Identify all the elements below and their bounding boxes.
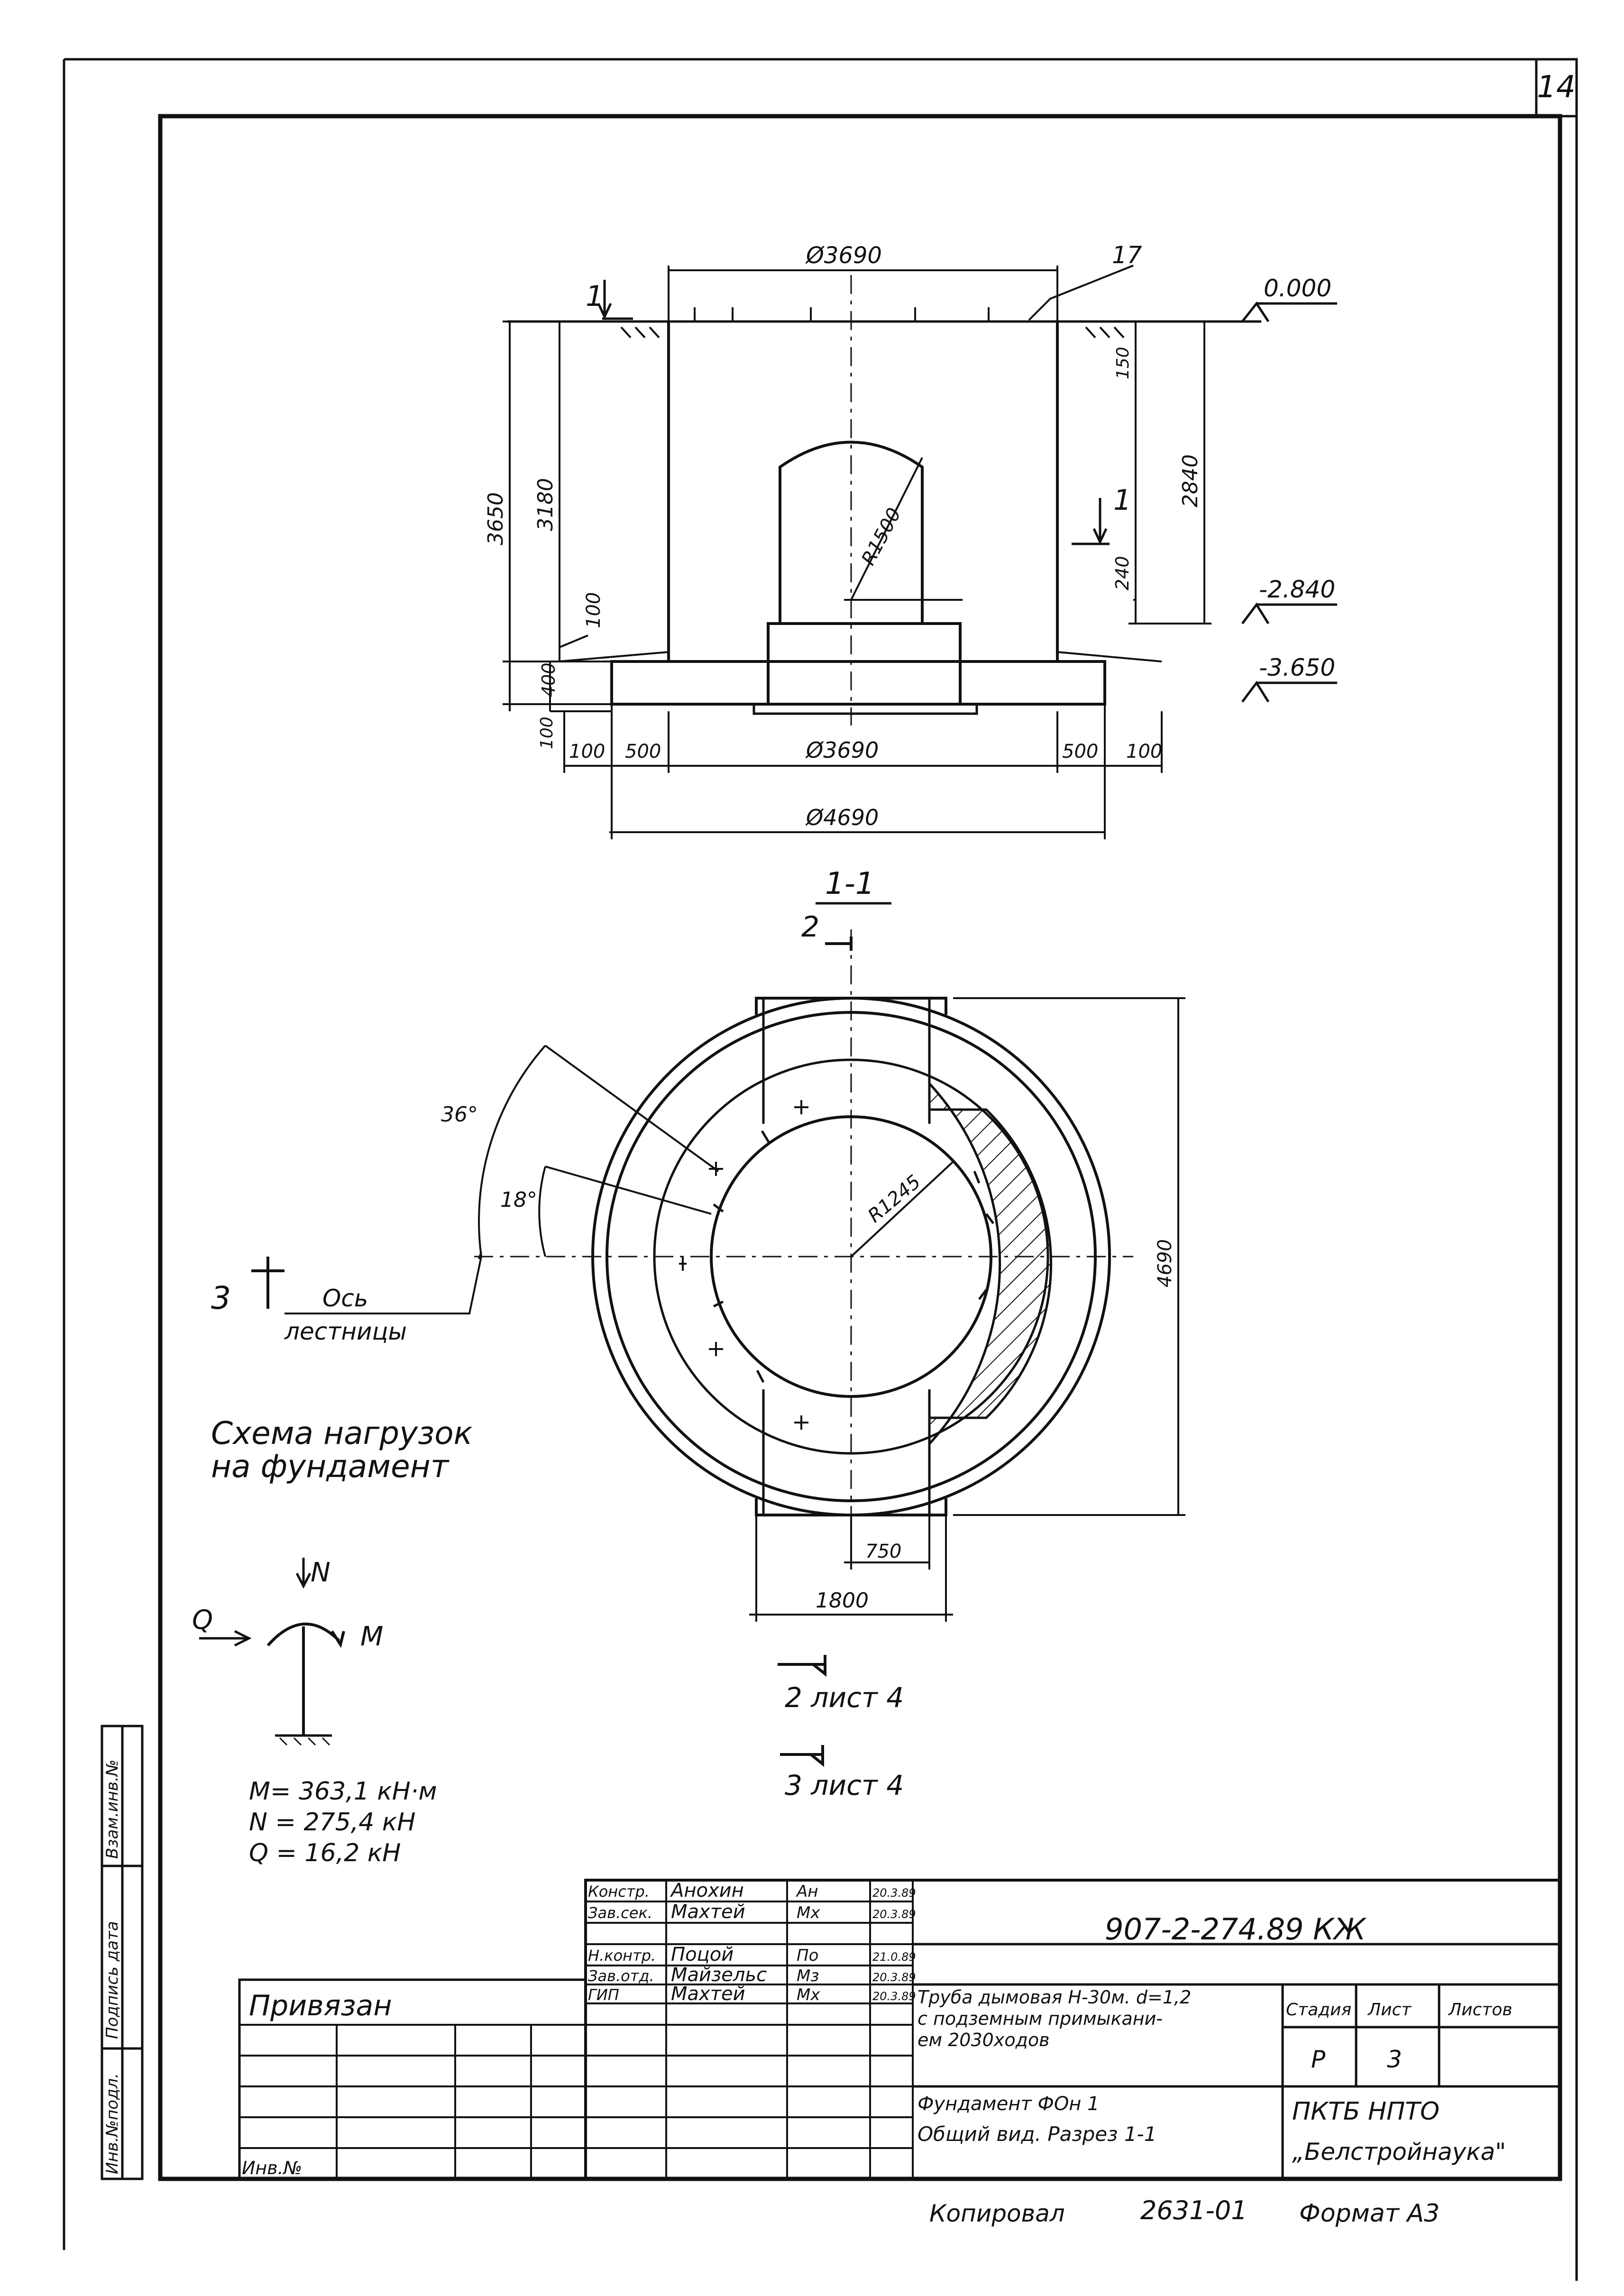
elevation-callout-17: 17 bbox=[1112, 241, 1142, 269]
sheet-label: Лист bbox=[1367, 2000, 1412, 2020]
section-cut-3: 3 bbox=[211, 1280, 231, 1316]
elevation-base-diameter: Ø4690 bbox=[805, 805, 879, 830]
section-height-dim: 4690 bbox=[1154, 1239, 1176, 1287]
drawing-title-line1: Фундамент ФОн 1 bbox=[918, 2093, 1100, 2115]
elevation-dim-shaft: 3180 bbox=[533, 478, 558, 531]
object-title-line3: ем 2030ходов bbox=[918, 2030, 1050, 2050]
staff-date: 20.3.89 bbox=[872, 1908, 916, 1921]
elevation-dim-plinth: 400 bbox=[538, 662, 559, 697]
staff-sign: Мз bbox=[797, 1966, 819, 1985]
loads-title-line1: Схема нагрузок bbox=[211, 1415, 473, 1451]
binding-label: Привязан bbox=[249, 1989, 392, 2022]
section-angle-b: 18° bbox=[500, 1188, 537, 1212]
staff-date: 20.3.89 bbox=[872, 1990, 916, 2003]
elevation-dim-b: 500 bbox=[625, 741, 661, 762]
sheet-corner-number: 14 bbox=[1537, 70, 1575, 105]
elevation-dim-base: 100 bbox=[537, 716, 557, 749]
staff-sign: Ан bbox=[796, 1882, 818, 1901]
staff-name: Махтей bbox=[671, 1901, 745, 1923]
elevation-dim-d: 100 bbox=[1126, 741, 1162, 762]
section-axis-label-line2: лестницы bbox=[284, 1318, 407, 1345]
load-scheme-symbol bbox=[199, 1558, 345, 1746]
section-sheet-ref-3: 3 лист 4 bbox=[785, 1769, 904, 1801]
org-line2: „Белстройнаука" bbox=[1292, 2138, 1506, 2166]
elevation-radius: R1500 bbox=[857, 505, 905, 569]
sheet-value: 3 bbox=[1387, 2046, 1402, 2073]
staff-name: Махтей bbox=[671, 1983, 745, 2005]
loads-symbol-m: M bbox=[360, 1621, 383, 1652]
elevation-bottom-diameter: Ø3690 bbox=[805, 737, 879, 763]
loads-symbol-q: Q bbox=[192, 1605, 213, 1635]
staff-date: 21.0.89 bbox=[872, 1950, 916, 1964]
left-stamp bbox=[101, 1725, 144, 2180]
section-plan bbox=[251, 929, 1185, 1767]
load-value-m: M= 363,1 кН·м bbox=[249, 1777, 437, 1806]
left-stamp-sign: Подпись дата bbox=[103, 1921, 122, 2039]
load-value-q: Q = 16,2 кН bbox=[249, 1839, 401, 1867]
stage-label: Стадия bbox=[1286, 2000, 1351, 2020]
elevation-section-marker-left: 1 bbox=[586, 280, 604, 313]
elevation-dim-height: 2840 bbox=[1178, 454, 1202, 507]
staff-date: 20.3.89 bbox=[872, 1971, 916, 1984]
elevation-level-bottom: -3.650 bbox=[1259, 654, 1335, 681]
section-angle-a: 36° bbox=[441, 1102, 478, 1127]
elevation-level-top: 0.000 bbox=[1264, 275, 1331, 302]
elevation-view bbox=[503, 265, 1337, 839]
elevation-section-marker-right: 1 bbox=[1113, 484, 1131, 517]
staff-role: Зав.сек. bbox=[588, 1904, 652, 1922]
staff-role: Зав.отд. bbox=[588, 1967, 654, 1985]
stage-value: Р bbox=[1311, 2046, 1326, 2073]
section-width-dim: 1800 bbox=[816, 1589, 869, 1613]
loads-title-line2: на фундамент bbox=[211, 1448, 450, 1485]
title-block bbox=[238, 1879, 1561, 2180]
staff-date: 20.3.89 bbox=[872, 1886, 916, 1900]
staff-role: Констр. bbox=[588, 1883, 650, 1901]
section-width-dim-small: 750 bbox=[865, 1541, 901, 1562]
section-axis-label-line1: Ось bbox=[322, 1285, 368, 1312]
drawing-title-line2: Общий вид. Разрез 1-1 bbox=[918, 2122, 1156, 2146]
load-value-n: N = 275,4 кН bbox=[249, 1808, 415, 1837]
elevation-dim-step: 100 bbox=[583, 592, 605, 628]
staff-sign: Мх bbox=[797, 1985, 820, 2004]
staff-name: Майзельс bbox=[671, 1964, 767, 1986]
staff-role: ГИП bbox=[588, 1986, 619, 2004]
section-radius: R1245 bbox=[864, 1171, 925, 1227]
elevation-level-mid: -2.840 bbox=[1259, 576, 1335, 603]
elevation-dim-a: 100 bbox=[569, 741, 605, 762]
section-sheet-ref-2: 2 лист 4 bbox=[785, 1681, 904, 1714]
staff-role: Н.контр. bbox=[588, 1947, 656, 1965]
sheet-frame bbox=[63, 58, 1578, 2281]
elevation-top-diameter: Ø3690 bbox=[805, 242, 882, 269]
org-line1: ПКТБ НПТО bbox=[1292, 2097, 1440, 2126]
object-title-line2: с подземным примыкани- bbox=[918, 2008, 1163, 2029]
object-title-line1: Труба дымовая Н-30м. d=1,2 bbox=[918, 1987, 1191, 2008]
section-cut-2: 2 bbox=[801, 910, 819, 944]
elevation-dim-top: 150 bbox=[1113, 347, 1133, 379]
staff-list: Констр. Анохин Ан 20.3.89 Зав.сек. Махте… bbox=[588, 1880, 916, 2005]
elevation-dim-inner: 240 bbox=[1112, 556, 1133, 590]
elevation-dim-c: 500 bbox=[1062, 741, 1098, 762]
section-title: 1-1 bbox=[825, 866, 875, 901]
doc-code: 907-2-274.89 КЖ bbox=[1105, 1912, 1367, 1947]
sheets-label: Листов bbox=[1448, 2000, 1512, 2020]
staff-sign: Мх bbox=[797, 1903, 820, 1922]
footer-format: Формат А3 bbox=[1299, 2199, 1440, 2228]
staff-sign: По bbox=[797, 1946, 818, 1965]
elevation-dim-total: 3650 bbox=[484, 492, 508, 545]
left-stamp-inv: Инв.№подл. bbox=[103, 2073, 122, 2174]
loads-symbol-n: N bbox=[311, 1557, 330, 1588]
footer-copied: Копировал bbox=[929, 2200, 1065, 2227]
staff-name: Анохин bbox=[670, 1880, 744, 1901]
left-stamp-replace: Взам.инв.№ bbox=[103, 1760, 122, 1859]
staff-name: Поцой bbox=[671, 1944, 734, 1965]
binding-inv-label: Инв.№ bbox=[242, 2158, 302, 2178]
footer-order: 2631-01 bbox=[1140, 2195, 1248, 2225]
